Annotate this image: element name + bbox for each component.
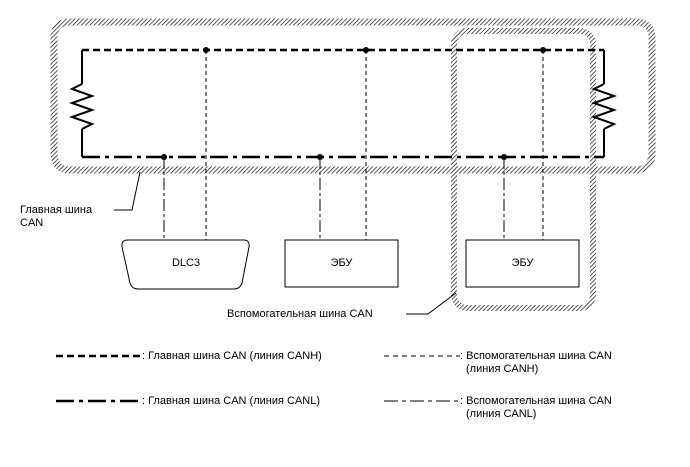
junction-dot	[161, 154, 167, 160]
sub-bus-leader	[406, 292, 457, 315]
ecu2-box	[465, 239, 580, 288]
main-bus-label-line2: CAN	[20, 217, 44, 229]
legend-sub-canh-line1: : Вспомогательная шина CAN	[460, 350, 612, 362]
junction-dot	[363, 47, 369, 53]
legend-main-canl-text: : Главная шина CAN (линия CANL)	[142, 395, 320, 407]
legend-main-canh-text: : Главная шина CAN (линия CANH)	[142, 350, 322, 362]
main-bus-leader	[114, 171, 141, 211]
ecu1-box	[284, 239, 399, 288]
ecu2-label: ЭБУ	[511, 257, 534, 269]
right-terminator-resistor	[590, 50, 618, 157]
junction-dot	[317, 154, 323, 160]
left-terminator-resistor	[68, 50, 96, 157]
legend-sub-canh-text: : Вспомогательная шина CAN (линия CANH)	[460, 350, 612, 376]
junction-dot	[540, 47, 546, 53]
main-bus-label-line1: Главная шина	[20, 204, 93, 216]
junction-dot	[203, 47, 209, 53]
main-bus-outline	[50, 18, 656, 174]
legend-sub-canl-line1: : Вспомогательная шина CAN	[460, 395, 612, 407]
legend-sub-canh-line2: (линия CANH)	[466, 363, 539, 375]
dlc3-label: DLC3	[171, 257, 201, 269]
main-bus-label: Главная шина CAN	[20, 204, 92, 230]
sub-bus-outline	[451, 28, 596, 311]
junction-dot	[501, 154, 507, 160]
ecu1-label: ЭБУ	[330, 257, 353, 269]
sub-bus-label: Вспомогательная шина CAN	[227, 308, 373, 320]
legend-sub-canl-line2: (линия CANL)	[466, 408, 537, 420]
legend-sub-canl-text: : Вспомогательная шина CAN (линия CANL)	[460, 395, 612, 421]
dlc3-connector-shape	[121, 239, 250, 290]
